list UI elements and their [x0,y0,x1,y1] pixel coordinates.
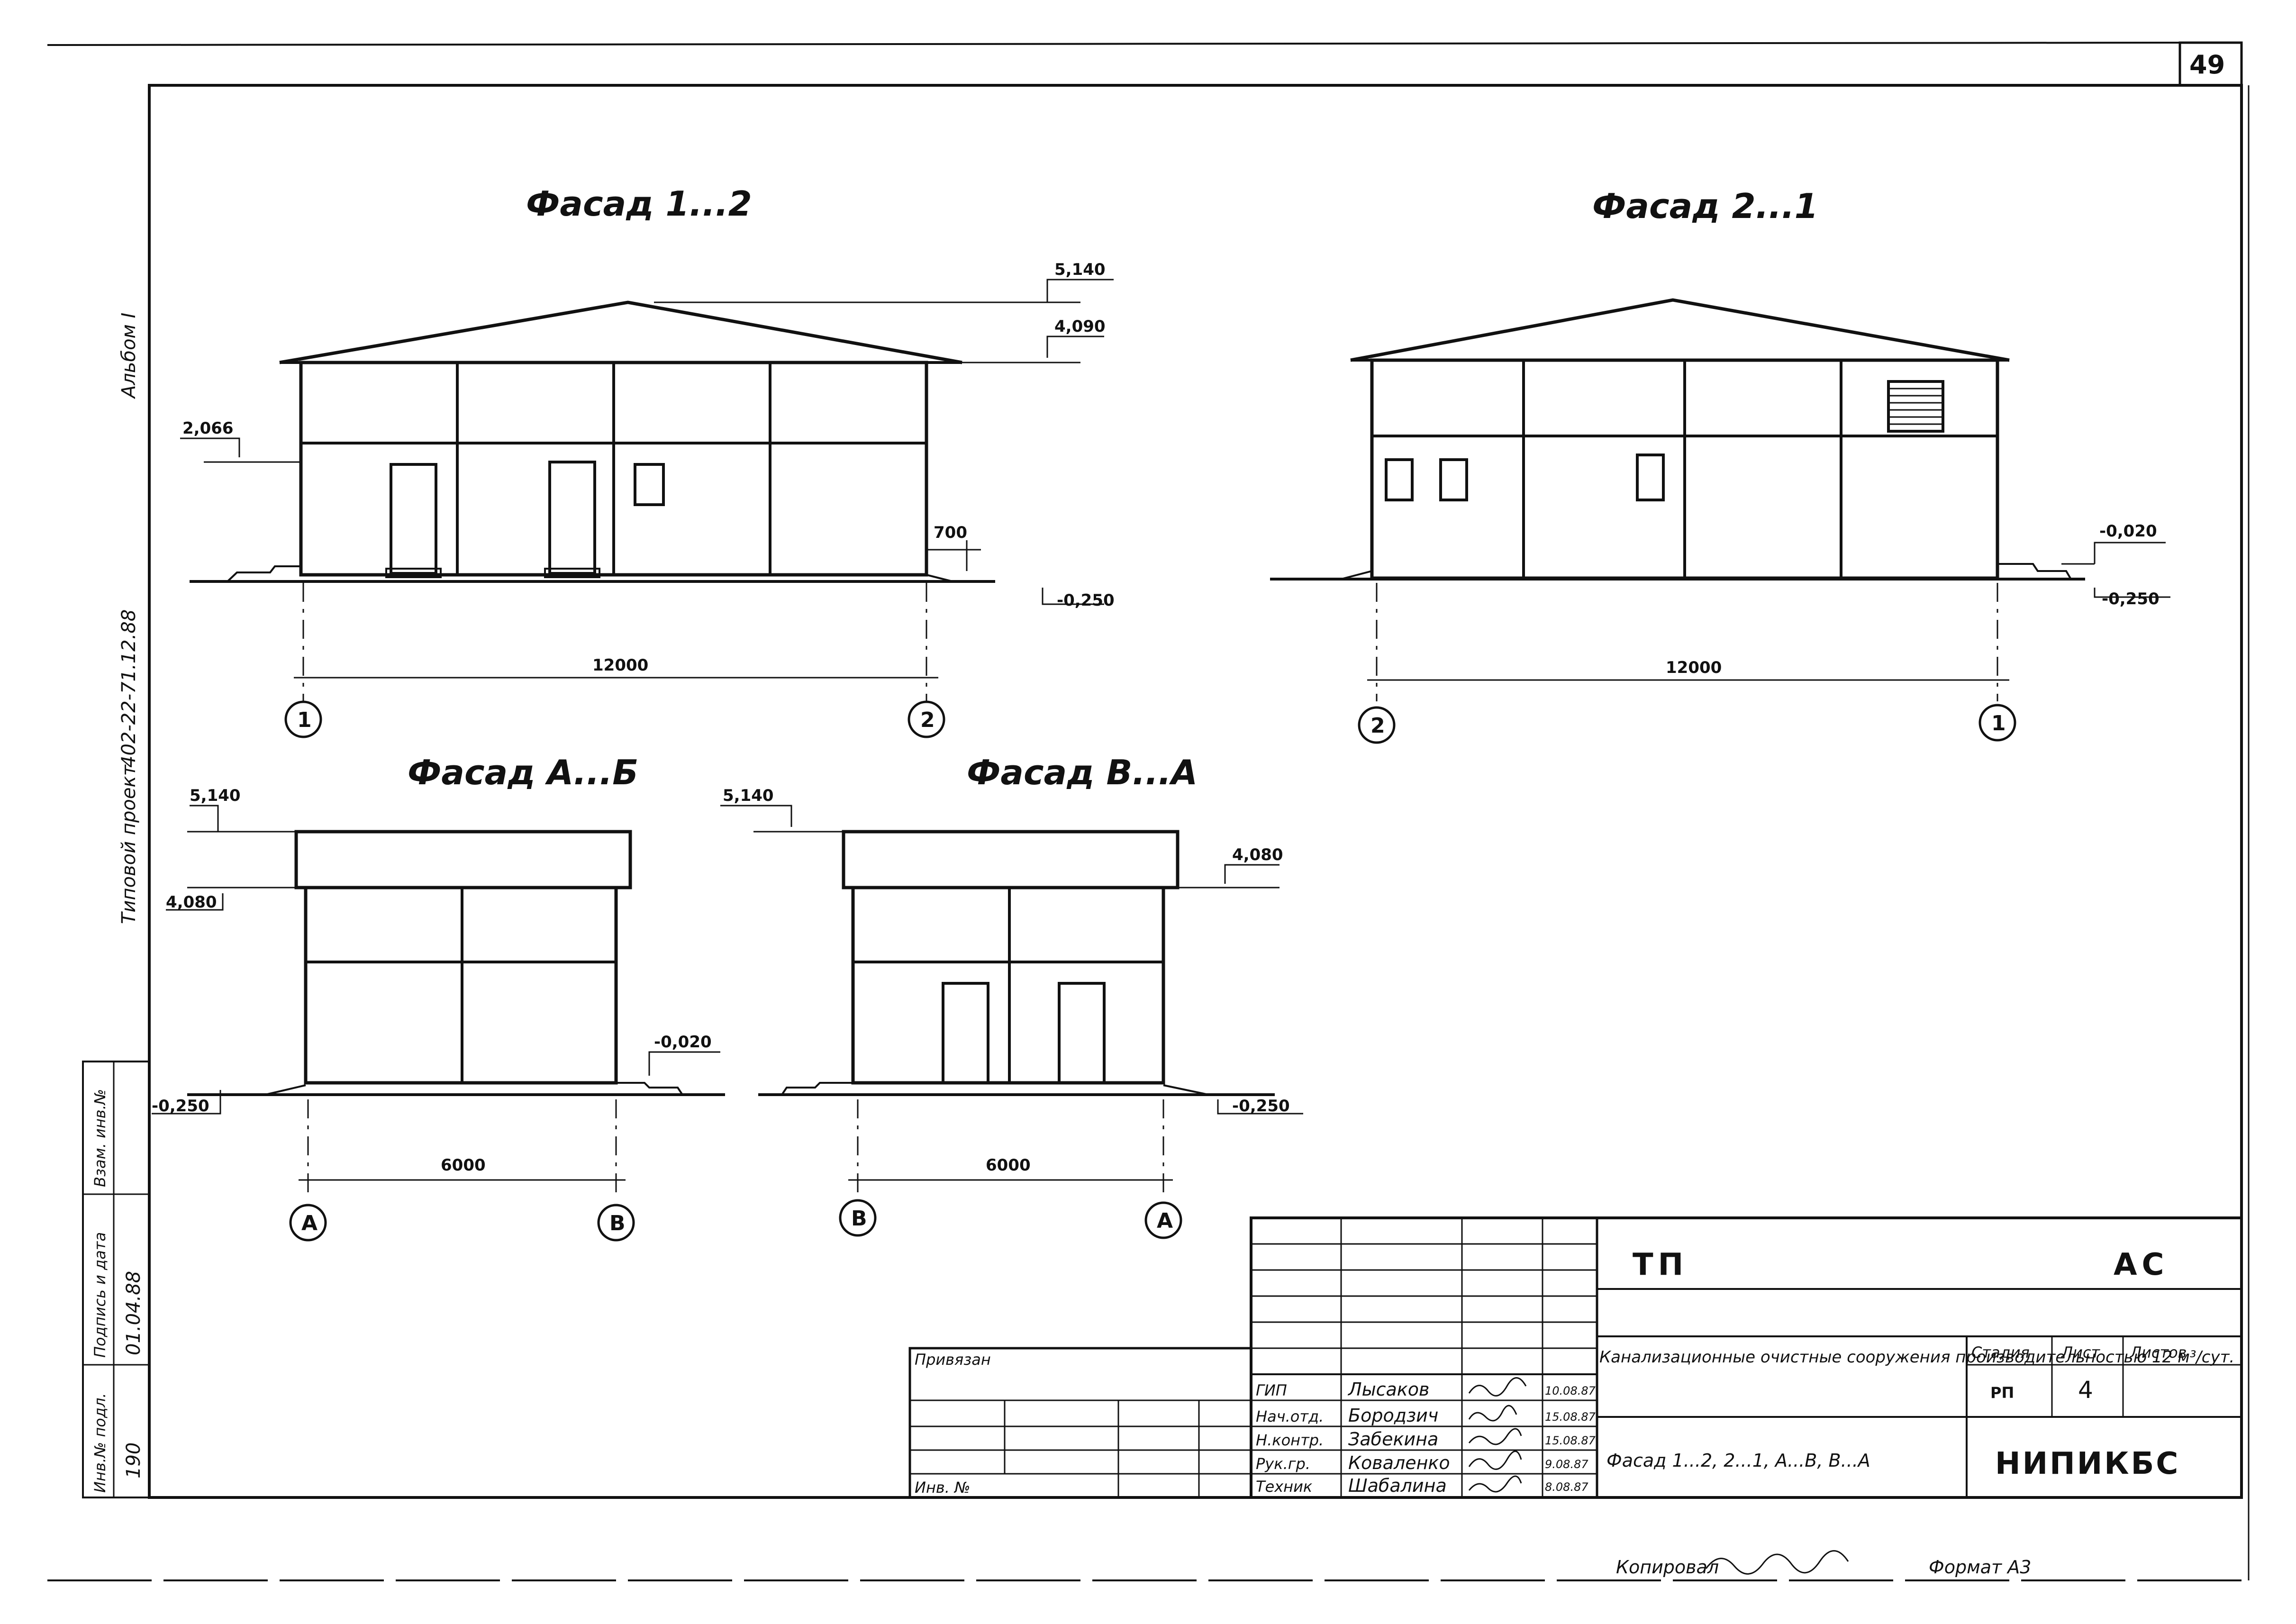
side-text: Альбом I 402-22-71.12.88 Типовой проект [118,313,140,924]
facade-b-a-title: Фасад В...А [967,753,1198,792]
window [1439,458,1468,501]
facade-1-2-title: Фасад 1...2 [526,184,752,224]
vzam-label: Взам. инв.№ [91,1089,109,1187]
album-label: Альбом I [118,313,140,399]
stamp-title: Канализационные очистные сооружения прои… [1599,1348,2234,1367]
dim-6000: 6000 [441,1156,486,1175]
inv-podl-value: 190 [123,1443,145,1479]
sig-role: Техник [1256,1478,1313,1496]
level-minus-0250: -0,250 [2102,590,2160,608]
copied-label: Копировал [1616,1557,1719,1578]
louver-vent [1887,380,1944,433]
privyazan-label: Привязан [915,1351,991,1369]
door [942,982,989,1084]
level-4090: 4,090 [1054,317,1106,336]
axis-marker: А [1157,1209,1173,1233]
stamp-stage-value: РП [1990,1384,2014,1402]
facade-b-a: Фасад В...А 5,140 4,080 -0,250 6000 В А [720,753,1303,1239]
stamp-project-code: ТП [1633,1247,1688,1282]
top-line [47,42,2180,46]
sig-name: Лысаков [1347,1379,1429,1400]
facade-1-2: Фасад 1...2 5,140 4,090 2,066 -0,250 [180,184,1115,738]
sig-date: 8.08.87 [1545,1480,1588,1494]
window [1385,458,1414,501]
level-5140: 5,140 [723,786,774,805]
sig-name: Бородзич [1348,1405,1438,1426]
stamp-organization: НИПИКБС [1995,1446,2180,1481]
project-code-label: 402-22-71.12.88 [118,609,140,768]
sig-role: Нач.отд. [1256,1407,1324,1425]
axis-marker: В [851,1207,867,1231]
level-5140: 5,140 [1054,260,1106,279]
door [390,463,437,575]
sig-name: Шабалина [1348,1475,1447,1496]
stamp-title-text: Канализационные очистные сооружения прои… [1599,1348,2234,1367]
level-2066: 2,066 [182,419,234,438]
sig-name: Коваленко [1348,1452,1450,1473]
stamp-sheet-title: Фасад 1...2, 2...1, А...В, В...А [1606,1450,1870,1471]
facade-2-1-title: Фасад 2...1 [1592,186,1818,226]
sig-role: ГИП [1256,1381,1287,1399]
axis-marker: 2 [1370,714,1385,738]
sheet-number-box: 49 [2178,41,2243,87]
axis-marker: 1 [297,708,312,732]
dim-6000: 6000 [986,1156,1031,1175]
level-minus-0020: -0,020 [654,1033,712,1052]
sig-date: 15.08.87 [1545,1410,1596,1424]
sheet-number: 49 [2189,50,2225,80]
stamp-stage-label: Стадия [1971,1343,2030,1361]
door [548,461,596,575]
dim-700: 700 [934,523,967,542]
level-minus-0250: -0,250 [152,1097,209,1116]
sign-date-value: 01.04.88 [123,1271,145,1355]
side-stamp: Взам. инв.№ Подпись и дата 01.04.88 Инв.… [82,1061,150,1498]
stamp-sheet-value: 4 [2078,1376,2093,1404]
stamp-section: АС [2114,1247,2169,1282]
sig-role: Рук.гр. [1256,1455,1310,1473]
facade-a-b-title: Фасад А...Б [408,753,638,792]
facade-2-1: Фасад 2...1 -0,020 -0,250 12000 [1270,186,2170,744]
window [634,463,665,506]
level-minus-0020: -0,020 [2099,522,2157,541]
project-label: Типовой проект [118,764,140,924]
stamp-sheets-label: Листов [2130,1343,2187,1361]
copied-signature [1705,1550,1849,1575]
dim-12000: 12000 [1666,658,1722,677]
title-block: ГИП Лысаков 10.08.87 Нач.отд. Бородзич 1… [908,1216,2243,1499]
stamp-sheet-label: Лист [2061,1343,2100,1361]
sign-date-label: Подпись и дата [91,1232,109,1358]
handwritten-signatures [1468,1377,1527,1493]
format-label: Формат А3 [1929,1557,2031,1578]
sig-date: 15.08.87 [1545,1434,1596,1447]
axis-marker: 2 [920,708,935,732]
axis-marker: А [301,1211,318,1235]
level-minus-0250: -0,250 [1057,591,1115,610]
door [1058,982,1106,1084]
level-5140: 5,140 [190,786,241,805]
level-4080: 4,080 [1232,845,1283,864]
facade-a-b: Фасад А...Б 5,140 4,080 -0,250 -0,020 60… [152,753,725,1242]
sig-date: 10.08.87 [1545,1384,1596,1397]
window [1636,454,1665,501]
inv-podl-label: Инв.№ подл. [91,1393,109,1493]
axis-marker: В [609,1211,626,1235]
sig-date: 9.08.87 [1545,1458,1588,1471]
sig-name: Забекина [1348,1429,1438,1450]
inv-no-label: Инв. № [915,1479,970,1497]
sig-role: Н.контр. [1256,1431,1324,1449]
axis-marker: 1 [1991,711,2006,735]
footer: Копировал Формат А3 [47,1550,2249,1581]
level-4080: 4,080 [166,893,217,912]
level-minus-0250: -0,250 [1232,1097,1290,1116]
dim-12000: 12000 [592,656,648,675]
